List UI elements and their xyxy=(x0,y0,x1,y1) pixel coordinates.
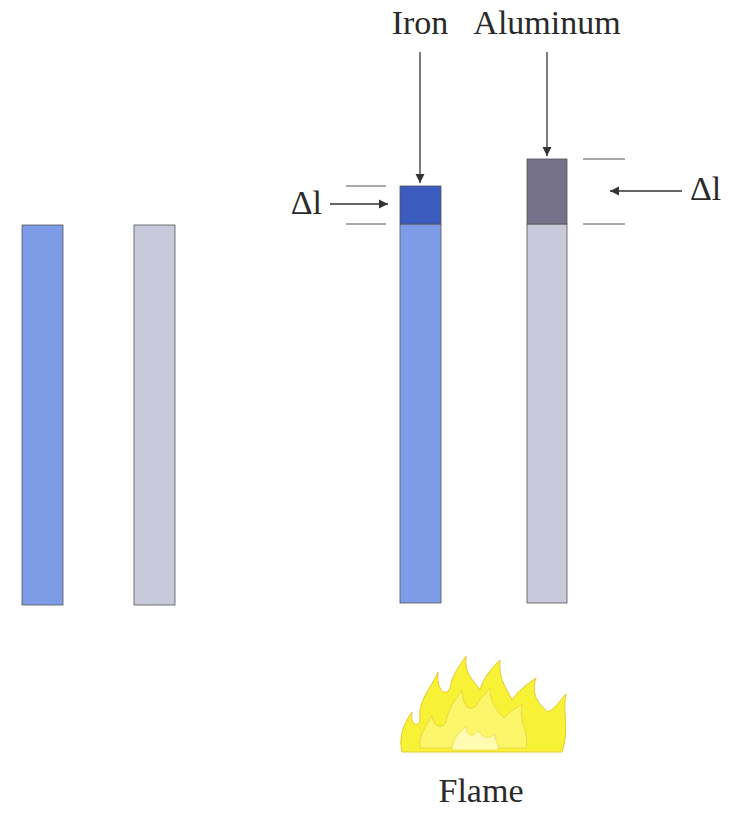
material-label: Iron xyxy=(392,4,449,41)
iron-bar-hot xyxy=(400,224,441,603)
dimension-tick xyxy=(583,224,625,225)
dimension-tick xyxy=(583,159,625,160)
expansion-label: Δl xyxy=(291,184,322,221)
aluminum-bar-hot xyxy=(527,224,567,603)
dimension-arrow xyxy=(610,190,682,191)
leader-arrow xyxy=(419,52,420,183)
dimension-tick xyxy=(346,186,386,187)
dimension-tick xyxy=(346,224,386,225)
flame-label: Flame xyxy=(439,772,524,809)
material-label: Aluminum xyxy=(473,4,620,41)
expansion-label: Δl xyxy=(690,170,721,207)
iron-bar-cold xyxy=(22,225,63,605)
aluminum-expansion xyxy=(527,159,567,224)
dimension-arrow xyxy=(330,203,388,204)
aluminum-bar-cold xyxy=(134,225,175,605)
flame xyxy=(401,656,566,752)
leader-arrow xyxy=(546,52,547,156)
iron-expansion xyxy=(400,186,441,224)
